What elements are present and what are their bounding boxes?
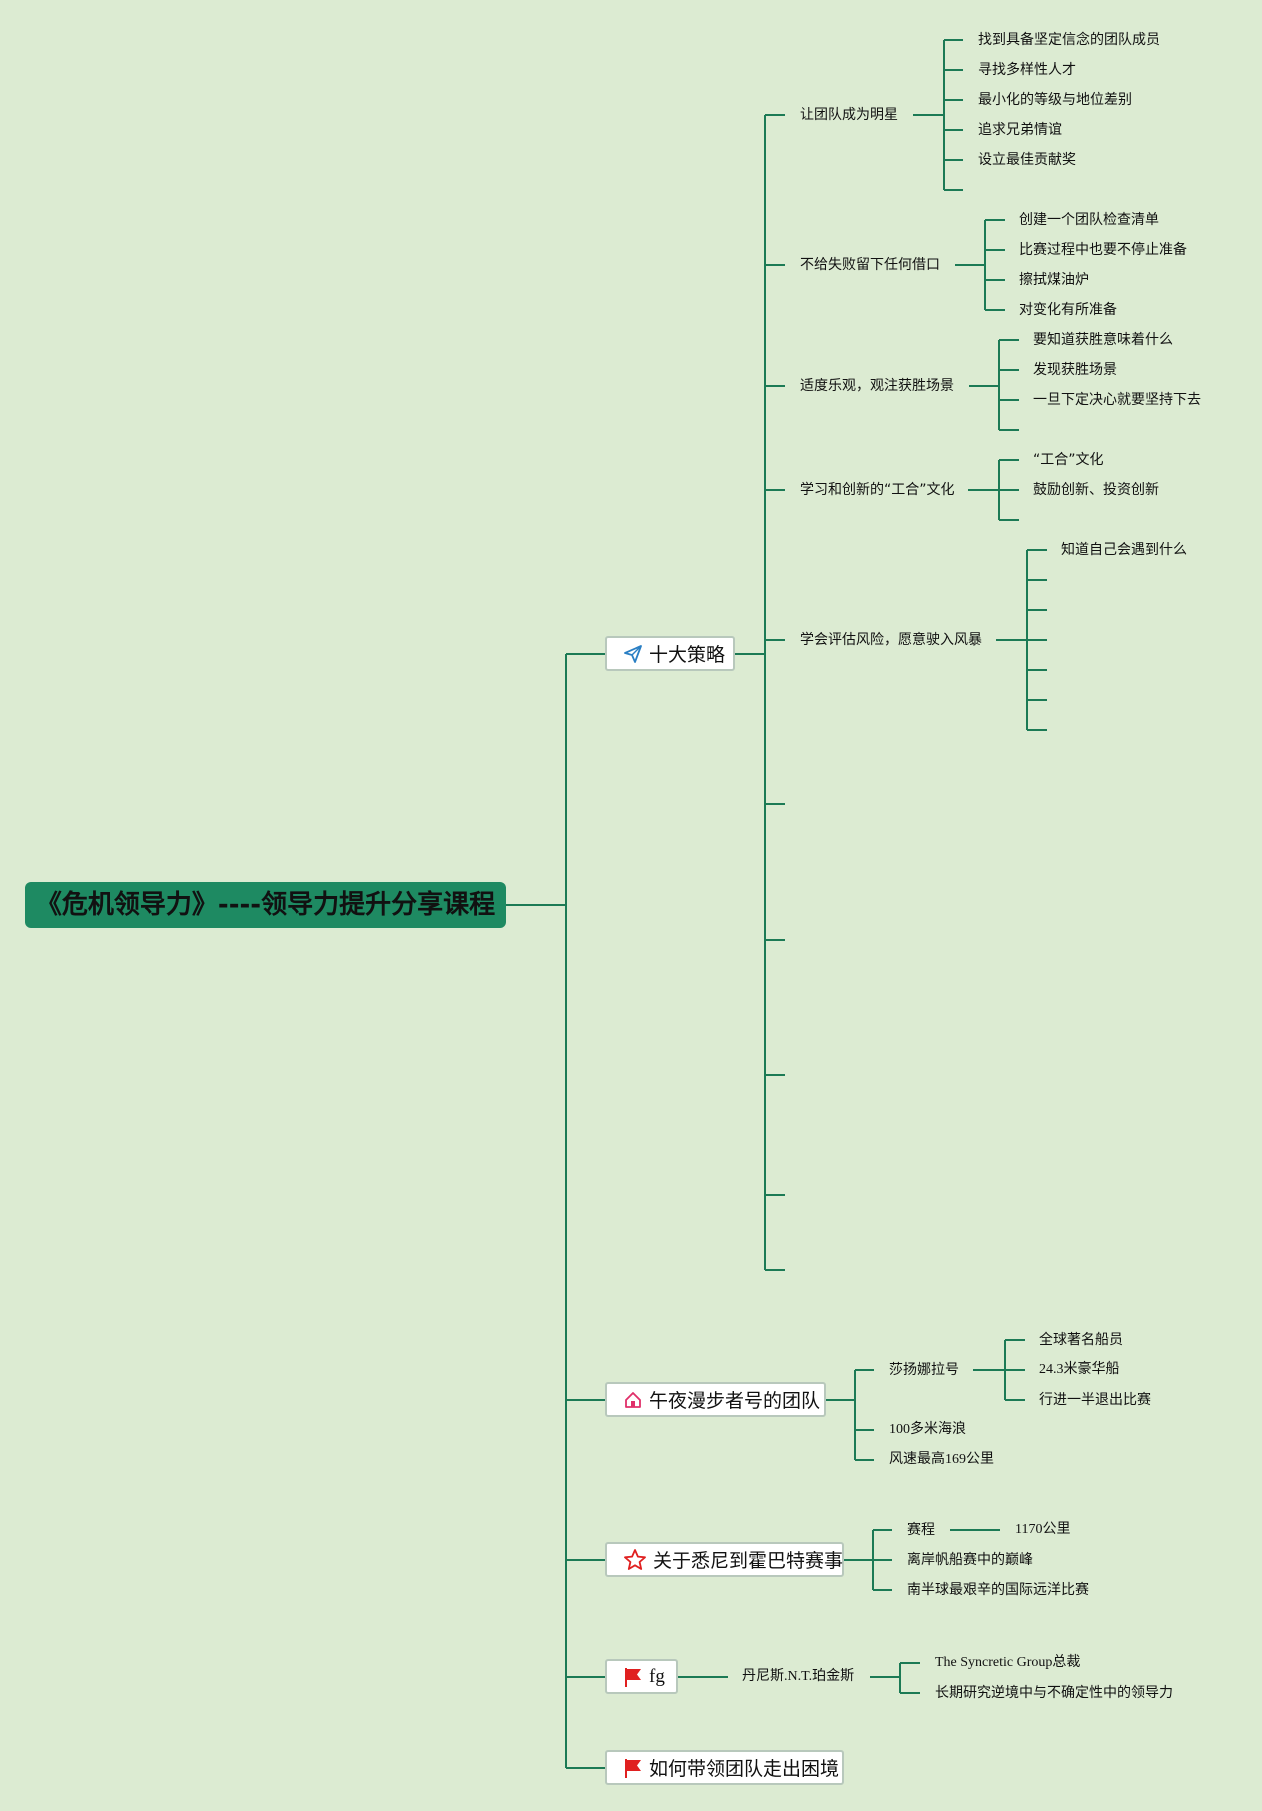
topic-lead-team-out-of-trouble[interactable]: 如何带领团队走出困境 <box>605 1750 844 1785</box>
subtopic-boat[interactable]: 莎扬娜拉号 <box>889 1362 959 1378</box>
leaf-item[interactable]: 24.3米豪华船 <box>1039 1362 1120 1377</box>
house-icon <box>625 1391 641 1408</box>
subtopic-no-excuse[interactable]: 不给失败留下任何借口 <box>800 257 940 273</box>
subtopic-optimism[interactable]: 适度乐观，观注获胜场景 <box>800 378 954 394</box>
leaf-item[interactable]: 创建一个团队检查清单 <box>1019 212 1159 228</box>
flag-icon <box>625 1758 641 1778</box>
leaf-item[interactable]: 长期研究逆境中与不确定性中的领导力 <box>935 1685 1173 1701</box>
leaf-item[interactable]: 追求兄弟情谊 <box>978 122 1062 138</box>
subtopic-distance[interactable]: 赛程 <box>907 1522 935 1538</box>
leaf-item[interactable]: 知道自己会遇到什么 <box>1061 542 1187 558</box>
topic-label: 如何带领团队走出困境 <box>649 1758 840 1780</box>
star-icon <box>624 1548 646 1570</box>
subtopic-assess-risk[interactable]: 学会评估风险，愿意驶入风暴 <box>800 632 982 648</box>
leaf-item[interactable]: “工合”文化 <box>1033 452 1104 468</box>
central-topic[interactable]: 《危机领导力》----领导力提升分享课程 <box>25 882 506 928</box>
leaf-item[interactable]: 最小化的等级与地位差别 <box>978 92 1132 108</box>
leaf-item[interactable]: 发现获胜场景 <box>1033 362 1117 378</box>
leaf-item[interactable]: 一旦下定决心就要坚持下去 <box>1033 392 1201 408</box>
topic-label: 十大策略 <box>649 644 726 666</box>
flag-icon <box>625 1667 641 1687</box>
topic-label: fg <box>649 1665 665 1687</box>
leaf-item[interactable]: 行进一半退出比赛 <box>1039 1392 1151 1408</box>
subtopic-wind[interactable]: 风速最高169公里 <box>889 1452 994 1467</box>
subtopic-hardest[interactable]: 南半球最艰辛的国际远洋比赛 <box>907 1582 1089 1598</box>
subtopic-waves[interactable]: 100多米海浪 <box>889 1422 966 1437</box>
leaf-item[interactable]: 寻找多样性人才 <box>978 62 1076 78</box>
topic-fg[interactable]: fg <box>605 1659 678 1694</box>
subtopic-person[interactable]: 丹尼斯.N.T.珀金斯 <box>742 1669 855 1684</box>
leaf-item[interactable]: 要知道获胜意味着什么 <box>1033 332 1173 348</box>
leaf-item[interactable]: 设立最佳贡献奖 <box>978 152 1076 168</box>
leaf-item[interactable]: 比赛过程中也要不停止准备 <box>1019 242 1187 258</box>
leaf-item[interactable]: 鼓励创新、投资创新 <box>1033 482 1159 498</box>
subtopic-peak[interactable]: 离岸帆船赛中的巅峰 <box>907 1552 1033 1568</box>
topic-sydney-hobart-race[interactable]: 关于悉尼到霍巴特赛事 <box>605 1542 844 1577</box>
topic-label: 午夜漫步者号的团队 <box>649 1390 821 1412</box>
leaf-distance-value[interactable]: 1170公里 <box>1015 1522 1071 1537</box>
paper-plane-icon <box>624 644 642 663</box>
topic-label: 关于悉尼到霍巴特赛事 <box>653 1550 844 1572</box>
subtopic-team-star[interactable]: 让团队成为明星 <box>800 107 898 123</box>
leaf-item[interactable]: The Syncretic Group总裁 <box>935 1655 1081 1670</box>
leaf-item[interactable]: 对变化有所准备 <box>1019 302 1117 318</box>
topic-midnight-rambler-team[interactable]: 午夜漫步者号的团队 <box>605 1382 826 1417</box>
leaf-item[interactable]: 擦拭煤油炉 <box>1019 272 1089 288</box>
leaf-item[interactable]: 全球著名船员 <box>1039 1332 1123 1348</box>
topic-ten-strategies[interactable]: 十大策略 <box>605 636 735 671</box>
subtopic-gonghe-culture[interactable]: 学习和创新的“工合”文化 <box>800 482 955 498</box>
leaf-item[interactable]: 找到具备坚定信念的团队成员 <box>978 32 1160 48</box>
